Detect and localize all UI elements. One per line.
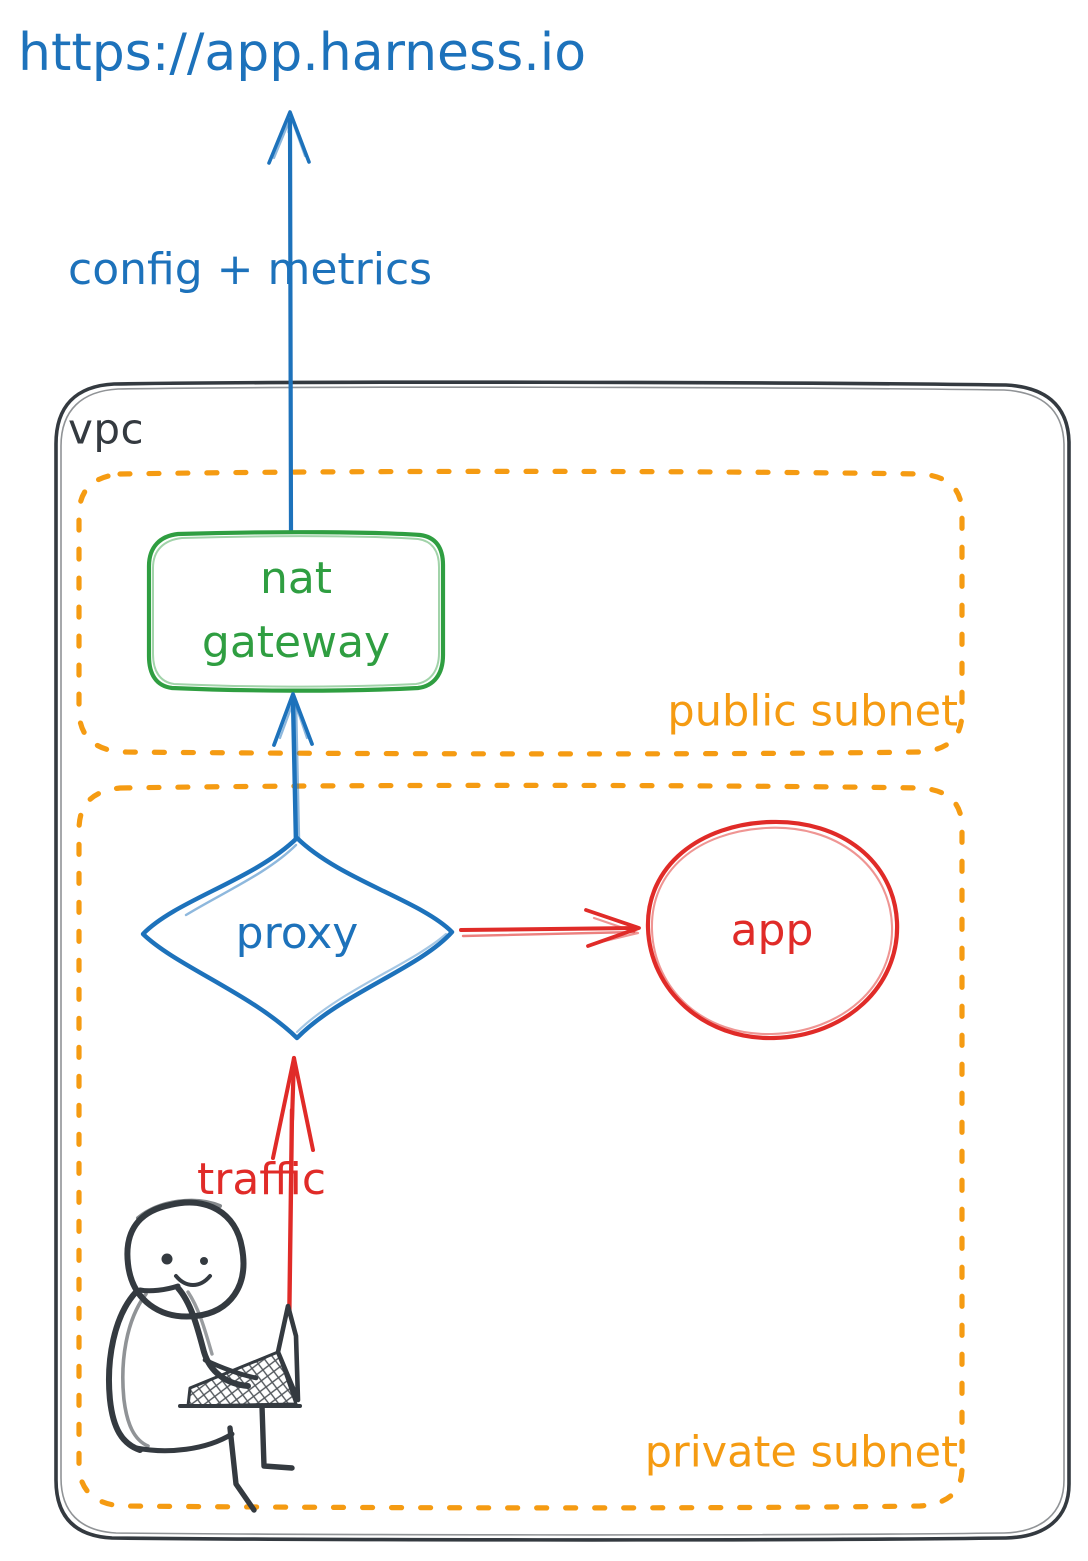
nat-gateway-shape-sketch xyxy=(152,535,440,688)
user-neck xyxy=(137,1283,181,1294)
proxy-to-nat-arrowhead xyxy=(272,692,314,747)
user-arm-sketch xyxy=(186,1290,214,1356)
proxy-shape-sketch-2 xyxy=(295,932,448,1034)
user-eye xyxy=(161,1253,173,1265)
proxy-to-app-line xyxy=(459,926,638,932)
proxy-shape-sketch xyxy=(184,843,298,917)
edge-proxy-to-app xyxy=(459,908,641,948)
proxy-to-app-arrowhead-sketch xyxy=(590,916,640,946)
user-leg-front xyxy=(227,1425,257,1513)
user-thigh xyxy=(133,1431,235,1454)
nat-gateway-node[interactable]: nat gateway xyxy=(146,530,446,693)
vpc-border-sketch-2 xyxy=(60,386,1065,1536)
user-back xyxy=(106,1289,143,1453)
private-subnet-container[interactable]: private subnet xyxy=(76,782,965,1511)
nat-to-harness-arrowhead-sketch xyxy=(272,115,307,160)
proxy-to-nat-arrowhead-sketch xyxy=(278,698,309,740)
nat-gateway-label-line2: gateway xyxy=(202,617,390,668)
edge-nat-to-harness: config + metrics xyxy=(68,110,432,537)
proxy-to-nat-line-sketch xyxy=(294,703,301,844)
nat-gateway-label-line1: nat xyxy=(260,553,332,604)
user-eye-2 xyxy=(200,1257,208,1265)
user-to-proxy-line-upper xyxy=(289,1055,297,1123)
proxy-to-app-line-sketch xyxy=(461,930,636,938)
vpc-border xyxy=(54,380,1071,1542)
user-back-sketch xyxy=(121,1292,150,1448)
user-to-proxy-line xyxy=(286,1107,295,1341)
nat-to-harness-arrowhead xyxy=(267,110,311,165)
proxy-shape xyxy=(140,835,455,1041)
user-node[interactable] xyxy=(106,1198,302,1513)
app-label: app xyxy=(731,905,814,956)
harness-url-label[interactable]: https://app.harness.io xyxy=(18,23,586,83)
config-metrics-label: config + metrics xyxy=(68,244,432,295)
user-head-sketch xyxy=(136,1198,222,1220)
edge-user-to-proxy: traffic xyxy=(197,1055,326,1341)
traffic-label: traffic xyxy=(197,1154,326,1205)
vpc-label: vpc xyxy=(68,405,144,454)
proxy-label: proxy xyxy=(236,908,359,959)
vpc-container[interactable]: vpc xyxy=(54,380,1071,1542)
laptop-screen xyxy=(275,1303,301,1403)
user-smile xyxy=(174,1274,212,1287)
nat-gateway-shape xyxy=(146,530,446,693)
edge-proxy-to-nat xyxy=(272,692,314,848)
nat-to-harness-line xyxy=(287,117,294,537)
public-subnet-label: public subnet xyxy=(667,687,958,737)
private-subnet-border xyxy=(76,782,965,1511)
private-subnet-label: private subnet xyxy=(645,1428,958,1478)
app-node[interactable]: app xyxy=(645,819,900,1041)
app-shape xyxy=(645,819,900,1041)
proxy-node[interactable]: proxy xyxy=(140,835,455,1041)
proxy-to-nat-line xyxy=(290,697,299,848)
user-leg-back xyxy=(259,1403,295,1471)
app-shape-sketch xyxy=(650,826,894,1036)
public-subnet-container[interactable]: public subnet xyxy=(76,468,965,757)
public-subnet-border xyxy=(76,468,965,757)
